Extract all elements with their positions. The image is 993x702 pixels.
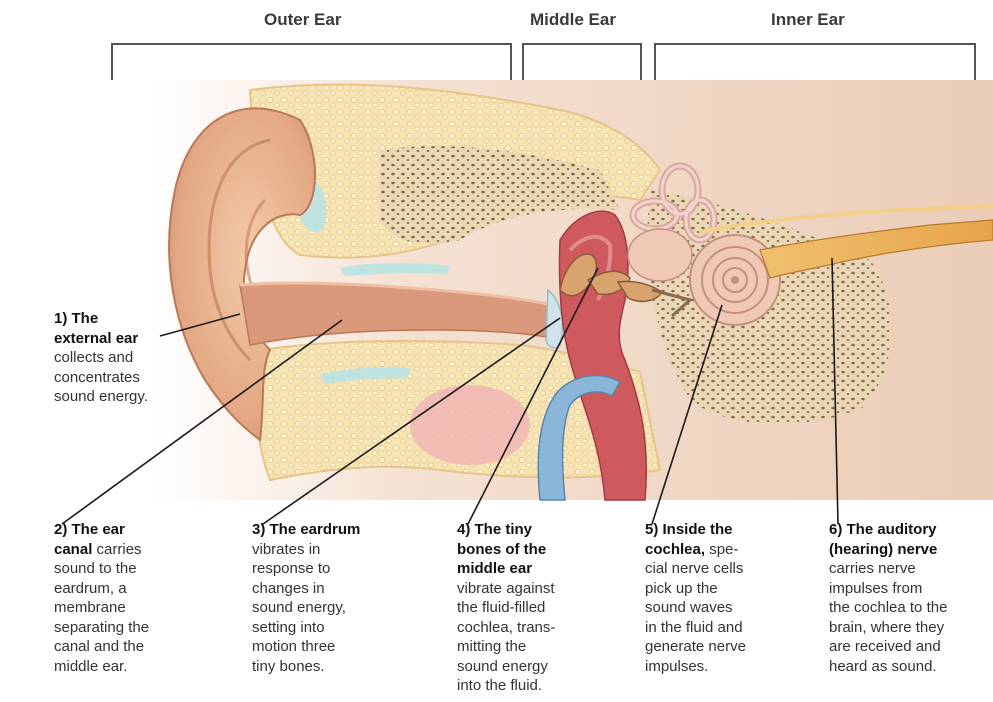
callout-auditory-nerve-text: carries nerve impulses from the cochlea … <box>829 560 947 675</box>
callout-ear-canal: 2) The ear canal carries sound to the ea… <box>54 520 214 676</box>
callout-eardrum-label: 3) The eardrum <box>252 521 360 538</box>
callout-tiny-bones: 4) The tiny bones of the middle ear vibr… <box>457 520 627 696</box>
callout-cochlea: 5) Inside the cochlea, spe- cial nerve c… <box>645 520 815 676</box>
middle-ear-bracket <box>523 44 641 80</box>
callout-tiny-bones-text: vibrate against the fluid-filled cochlea… <box>457 580 555 695</box>
callout-tiny-bones-label: 4) The tiny bones of the middle ear <box>457 521 546 577</box>
callout-eardrum: 3) The eardrum vibrates in response to c… <box>252 520 422 676</box>
lower-pink-tissue <box>410 385 530 465</box>
region-brackets <box>112 44 975 80</box>
callout-auditory-nerve: 6) The auditory (hearing) nerve carries … <box>829 520 993 676</box>
region-title-middle-ear: Middle Ear <box>530 10 616 30</box>
callout-cochlea-text: spe- cial nerve cells pick up the sound … <box>645 541 746 675</box>
callout-auditory-nerve-label: 6) The auditory (hearing) nerve <box>829 521 937 558</box>
outer-ear-bracket <box>112 44 511 80</box>
vestibule <box>628 229 692 281</box>
inner-ear-bracket <box>655 44 975 80</box>
callout-external-ear-text: collects and concentrates sound energy. <box>54 349 148 405</box>
callout-eardrum-text: vibrates in response to changes in sound… <box>252 541 346 675</box>
region-title-outer-ear: Outer Ear <box>264 10 341 30</box>
callout-external-ear-label: 1) The external ear <box>54 310 138 347</box>
callout-ear-canal-text: carries sound to the eardrum, a membrane… <box>54 541 149 675</box>
region-title-inner-ear: Inner Ear <box>771 10 845 30</box>
